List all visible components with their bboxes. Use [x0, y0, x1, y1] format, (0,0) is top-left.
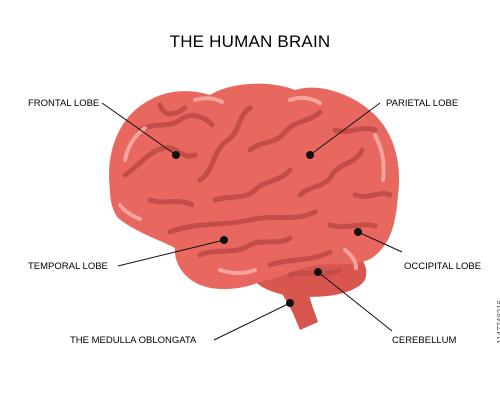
- cerebellum-label: CEREBELLUM: [392, 335, 457, 346]
- parietal-lobe-dot: [306, 151, 314, 159]
- occipital-lobe-dot: [354, 228, 362, 236]
- temporal-lobe-dot: [220, 236, 228, 244]
- parietal-lobe-label: PARIETAL LOBE: [386, 98, 459, 109]
- medulla-oblongata-label: THE MEDULLA OBLONGATA: [70, 335, 197, 346]
- cerebellum-dot: [314, 268, 322, 276]
- frontal-lobe-dot: [172, 151, 180, 159]
- stock-sidebar: 1147748216: [482, 0, 500, 417]
- label-dots: [172, 151, 362, 307]
- diagram-title: THE HUMAN BRAIN: [169, 32, 331, 51]
- leader-lines: [101, 102, 403, 341]
- brain-folds: [122, 102, 393, 278]
- temporal-lobe-label: TEMPORAL LOBE: [28, 261, 108, 272]
- brain-highlights: [118, 95, 386, 275]
- medulla-dot: [286, 299, 294, 307]
- frontal-lobe-label: FRONTAL LOBE: [28, 98, 100, 109]
- stock-image-id: 1147748216: [496, 300, 500, 344]
- cerebrum-shape: [109, 83, 400, 290]
- occipital-lobe-label: OCCIPITAL LOBE: [404, 261, 482, 272]
